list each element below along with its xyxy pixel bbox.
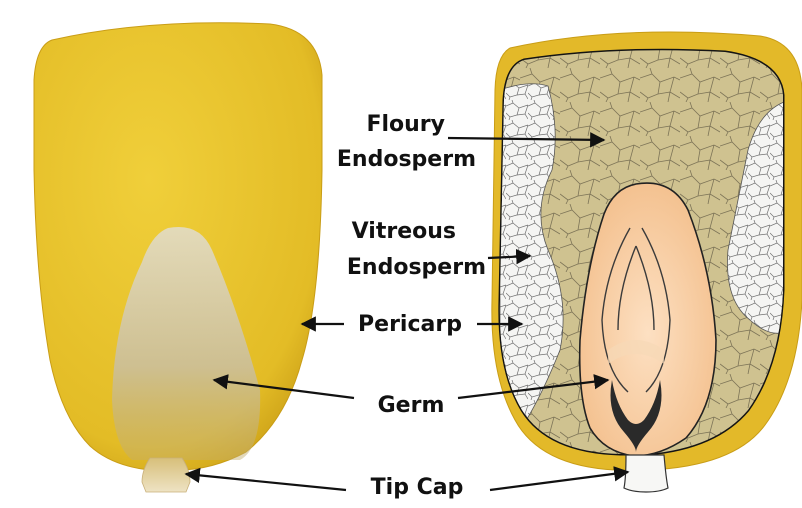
whole-kernel (34, 23, 322, 492)
label-floury-line2: Endosperm (337, 147, 476, 172)
label-germ: Germ (378, 393, 445, 418)
label-vitreous-line1: Vitreous (352, 219, 456, 244)
diagram-labels: Floury Endosperm Vitreous Endosperm Peri… (337, 112, 486, 500)
label-pericarp: Pericarp (358, 312, 462, 337)
kernel-cross-section (492, 32, 802, 492)
label-tip-cap: Tip Cap (371, 475, 464, 500)
label-floury-line1: Floury (366, 112, 445, 137)
arrow-tipcap-right (490, 472, 628, 490)
arrow-tipcap-left (186, 474, 346, 490)
whole-kernel-tip-cap (142, 458, 190, 492)
cross-section-tip-cap (624, 455, 668, 492)
label-vitreous-line2: Endosperm (347, 255, 486, 280)
